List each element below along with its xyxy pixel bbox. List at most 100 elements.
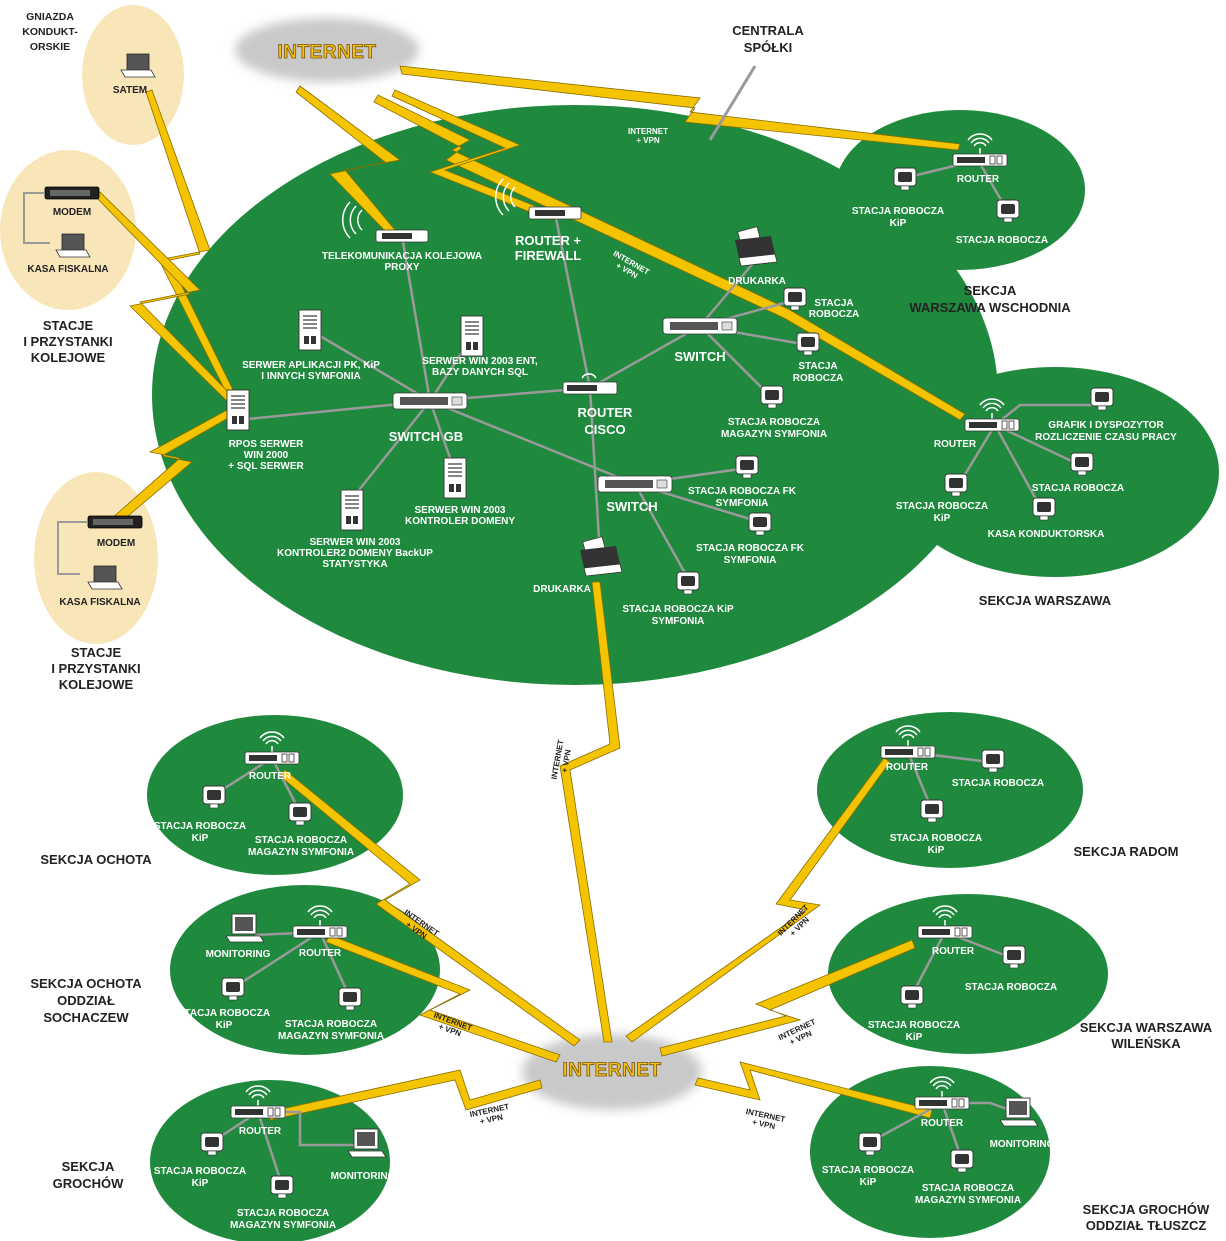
bolt-wilenska [659,939,916,1057]
bolt-ochota [279,769,581,1047]
vpn-top-label: INTERNET+ VPN [628,127,668,145]
switch-bottom-icon [597,475,673,493]
bolt-wschodnia [399,65,961,151]
svg-text:STACJA ROBOCZA: STACJA ROBOCZA [965,982,1057,993]
switch-top-icon [662,317,738,335]
svg-text:MONITORING: MONITORING [331,1171,396,1182]
server-backup-icon [340,489,364,531]
server-domain-icon [443,457,467,499]
bolt-links [94,65,966,1121]
warszawa-title: SEKCJA WARSZAWA [979,593,1112,608]
rpos-server-icon [226,389,250,431]
svg-text:ROUTER: ROUTER [934,439,977,450]
internet-cloud-top: INTERNET [235,18,419,82]
svg-text:ROUTER: ROUTER [299,948,342,959]
svg-text:STACJA ROBOCZA: STACJA ROBOCZA [1032,483,1124,494]
bolt-sochaczew [325,934,561,1063]
svg-text:ROUTER: ROUTER [239,1126,282,1137]
vpn-sochaczew-label: INTERNET+ VPN [429,1011,473,1042]
svg-text:MONITORING: MONITORING [206,949,271,960]
svg-text:ROUTER: ROUTER [957,174,1000,185]
section-ochota [147,715,403,875]
ochota-title: SEKCJA OCHOTA [40,852,152,867]
satem-label: SATEM [113,85,147,96]
section-wilenska [828,894,1108,1054]
section-grochow [150,1080,390,1241]
modem1-icon [44,186,100,200]
headquarters-network [152,105,998,685]
switch-gb-label: SWITCH GB [389,429,463,444]
router-firewall-label: ROUTER +FIREWALL [515,233,582,263]
internet-label-bottom: INTERNET [563,1060,662,1081]
svg-text:MONITORING: MONITORING [990,1139,1055,1150]
modem2-icon [87,515,143,529]
kasa1-label: KASA FISKALNA [27,264,108,275]
bolt-radom [625,757,891,1043]
bolt-tluszcz [694,1061,933,1119]
section-tluszcz [810,1066,1050,1238]
printer-bottom-label: DRUKARKA [533,584,591,595]
stacje1-circle [0,150,136,310]
router-cisco-icon2 [562,373,618,395]
printer-top-label: DRUKARKA [728,276,786,287]
switch-top-label: SWITCH [674,349,725,364]
svg-text:KASA KONDUKTORSKA: KASA KONDUKTORSKA [988,529,1105,540]
vpn-tluszcz-label: INTERNET+ VPN [743,1107,786,1133]
internet-label-top: INTERNET [278,42,377,63]
internet-cloud-bottom: INTERNET [522,1034,702,1110]
bolt-warszawa [373,94,966,421]
section-wschodnia [835,110,1085,270]
modem2-label: MODEM [97,538,135,549]
bolt-grochow [267,1069,543,1121]
svg-text:ROUTER: ROUTER [886,762,929,773]
server-apps-icon [298,309,322,351]
switch-bottom-label: SWITCH [606,499,657,514]
svg-text:STACJA ROBOCZA: STACJA ROBOCZA [956,235,1048,246]
section-warszawa [891,367,1219,577]
centrala-pointer [708,65,757,141]
server-sql-icon [460,315,484,357]
bolt-firewall [391,89,556,221]
svg-text:ROUTER: ROUTER [932,946,975,957]
switch-gb-icon [392,392,468,410]
